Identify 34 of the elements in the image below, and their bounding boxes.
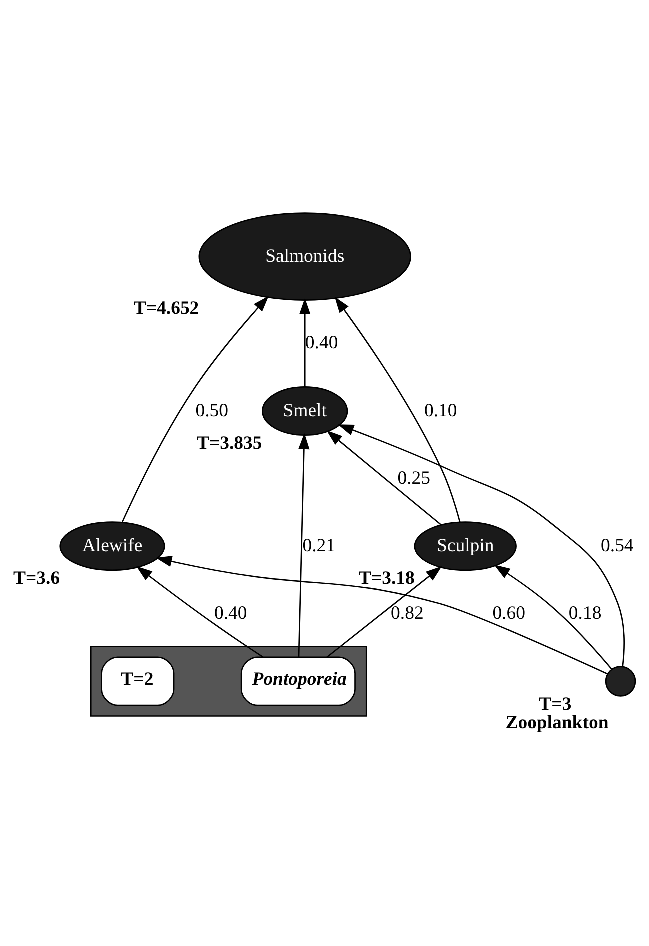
edge-label: 0.40 [214, 602, 248, 624]
node-ellipse: Smelt [262, 386, 348, 436]
node-label: T=3.6 [14, 568, 60, 589]
arrow [136, 566, 264, 658]
edge-label: 0.25 [398, 467, 430, 488]
arrow [326, 430, 442, 525]
node-box: T=2 [101, 656, 175, 706]
arrow [156, 556, 608, 674]
cluster [90, 646, 368, 716]
arrow [122, 296, 269, 523]
arrow [326, 566, 442, 658]
arrow [494, 564, 613, 670]
node-box: Pontoporeia [240, 656, 356, 706]
node-circle [605, 666, 636, 696]
node-label: T=3.835 [196, 432, 262, 454]
edge-label: 0.60 [492, 602, 526, 624]
edge-label: 0.21 [302, 534, 336, 556]
edge-label: 0.50 [196, 400, 229, 421]
node-label: T=3 [539, 693, 572, 714]
edge-label: 0.54 [601, 534, 634, 556]
edge-label: 0.40 [305, 332, 338, 354]
node-ellipse: Salmonids [198, 212, 412, 300]
edge-label: 0.82 [391, 602, 424, 624]
node-label: T=4.652 [134, 297, 200, 318]
node-ellipse: Alewife [60, 521, 166, 571]
edge-label: 0.10 [424, 400, 458, 421]
node-label: T=3.18 [359, 568, 415, 589]
arrow [338, 424, 625, 666]
arrow [334, 296, 461, 522]
arrow [299, 298, 311, 386]
arrow [298, 432, 310, 657]
edge-label: 0.18 [568, 602, 602, 624]
node-ellipse: Sculpin [414, 521, 517, 571]
node-label: Zooplankton [506, 712, 609, 734]
